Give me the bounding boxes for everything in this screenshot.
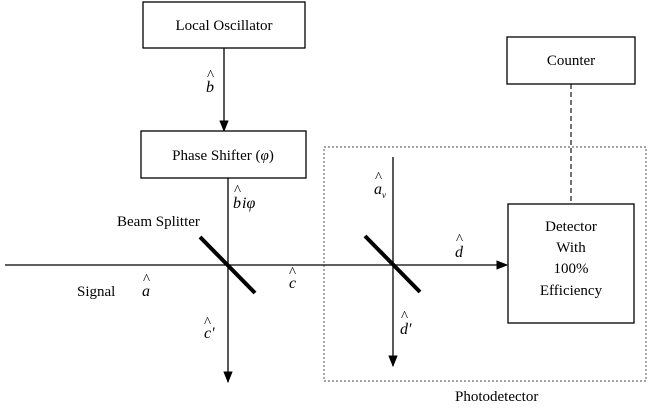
operator-d: d ^ bbox=[455, 232, 464, 261]
beam-splitter-label: Beam Splitter bbox=[117, 214, 200, 230]
svg-text:d′: d′ bbox=[400, 321, 412, 338]
beam-splitter-2 bbox=[363, 234, 422, 294]
local-oscillator-label: Local Oscillator bbox=[175, 18, 272, 34]
local-oscillator-box bbox=[142, 1, 306, 49]
detector-label-line4: Efficiency bbox=[540, 283, 603, 299]
svg-text:av: av bbox=[374, 181, 386, 200]
beam-splitter-1 bbox=[198, 235, 257, 295]
detector-label-line3: 100% bbox=[554, 261, 589, 277]
operator-d-prime: d′ ^ bbox=[400, 309, 412, 338]
phase-shifter-box bbox=[140, 130, 307, 179]
counter-label: Counter bbox=[547, 53, 595, 69]
svg-text:biφ: biφ bbox=[233, 195, 255, 212]
svg-text:^: ^ bbox=[204, 315, 211, 331]
svg-text:^: ^ bbox=[234, 183, 241, 199]
photodetector-boundary bbox=[323, 146, 647, 382]
svg-text:d: d bbox=[455, 244, 464, 261]
operator-a-v: av ^ bbox=[374, 170, 386, 200]
svg-text:c: c bbox=[289, 275, 296, 292]
svg-text:^: ^ bbox=[375, 170, 382, 186]
svg-text:^: ^ bbox=[289, 265, 296, 281]
detector-label-line1: Detector bbox=[545, 219, 597, 235]
photodetector-label: Photodetector bbox=[455, 389, 538, 405]
detector-label-line2: With bbox=[556, 240, 586, 256]
svg-text:c′: c′ bbox=[204, 325, 215, 342]
svg-text:b: b bbox=[206, 79, 214, 96]
svg-text:^: ^ bbox=[401, 309, 408, 325]
signal-label: Signal bbox=[77, 284, 115, 300]
svg-text:^: ^ bbox=[456, 232, 463, 248]
phase-shifter-label: Phase Shifter (φ) bbox=[172, 148, 274, 164]
operator-c-prime: c′ ^ bbox=[204, 315, 215, 342]
svg-text:^: ^ bbox=[143, 272, 150, 288]
counter-box bbox=[506, 36, 636, 85]
operator-a: a ^ bbox=[142, 272, 150, 300]
detector-box bbox=[507, 203, 635, 324]
operator-c: c ^ bbox=[289, 265, 296, 292]
operator-b-phase: biφ ^ bbox=[233, 183, 255, 212]
operator-b: b ^ bbox=[206, 68, 214, 96]
svg-text:^: ^ bbox=[207, 68, 214, 84]
svg-text:a: a bbox=[142, 283, 150, 300]
